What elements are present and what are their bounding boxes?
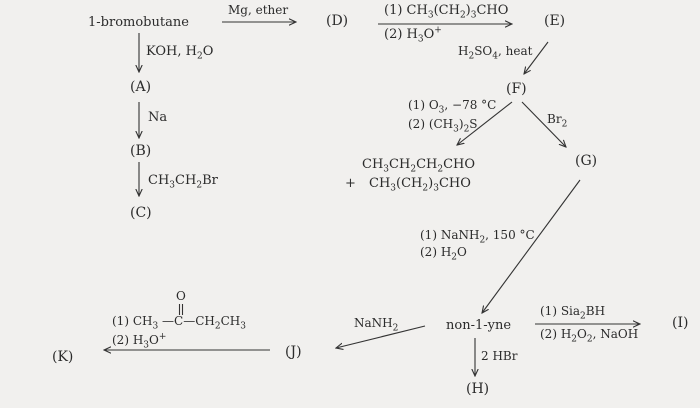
reagent-B-to-C: CH3CH2Br [148,173,218,191]
reagent-nonyne-to-H: 2 HBr [481,349,518,363]
arrow-F-to-ozonolysis [457,101,513,145]
reagent-nonyne-to-I-2: (2) H2O2, NaOH [540,327,639,345]
reagent-ozonolysis-2: (2) (CH3)2S [408,117,478,135]
ozonolysis-product-1: CH3CH2CH2CHO [362,157,476,175]
reagent-J-to-K-2: (2) H3O+ [112,332,167,351]
start-compound: 1-bromobutane [88,15,189,30]
label-H: (H) [466,381,490,397]
reagent-J-to-K-1: (1) CH3 —C—CH2CH3 [112,314,246,332]
reagent-nonyne-to-I-1: (1) Sia2BH [540,304,606,322]
arrow-G-to-nonyne [482,179,581,313]
arrow-F-to-G [521,101,566,147]
reagent-G-to-nonyne-2: (2) H2O [420,245,467,263]
arrow-E-to-F [524,41,549,74]
label-B: (B) [130,143,152,159]
label-C: (C) [130,205,152,221]
label-F: (F) [506,81,527,97]
reagent-G-to-nonyne-1: (1) NaNH2, 150 °C [420,228,535,246]
reagent-start-to-A: KOH, H2O [146,44,214,62]
reagent-F-to-G: Br2 [547,112,568,130]
label-J: (J) [285,344,302,360]
label-E: (E) [544,13,566,29]
reagent-D-to-E-2: (2) H3O+ [384,25,442,45]
reagent-ozonolysis-1: (1) O3, −78 °C [408,98,497,116]
ozonolysis-product-2: CH3(CH2)3CHO [369,176,471,194]
label-D: (D) [326,13,349,29]
label-K: (K) [52,349,74,365]
reagent-E-to-F: H2SO4, heat [458,44,533,62]
carbonyl-oxygen: O [176,289,186,303]
arrow-nonyne-to-J [336,325,426,348]
reagent-nonyne-to-J: NaNH2 [354,316,399,334]
label-I: (I) [672,315,689,331]
reagent-A-to-B: Na [148,110,168,125]
reagent-start-to-D: Mg, ether [228,3,289,17]
reagent-D-to-E-1: (1) CH3(CH2)3CHO [384,3,509,21]
label-G: (G) [575,153,598,169]
label-A: (A) [130,79,152,95]
plus-sign: + [345,176,356,191]
product-nonyne: non-1-yne [446,318,512,333]
